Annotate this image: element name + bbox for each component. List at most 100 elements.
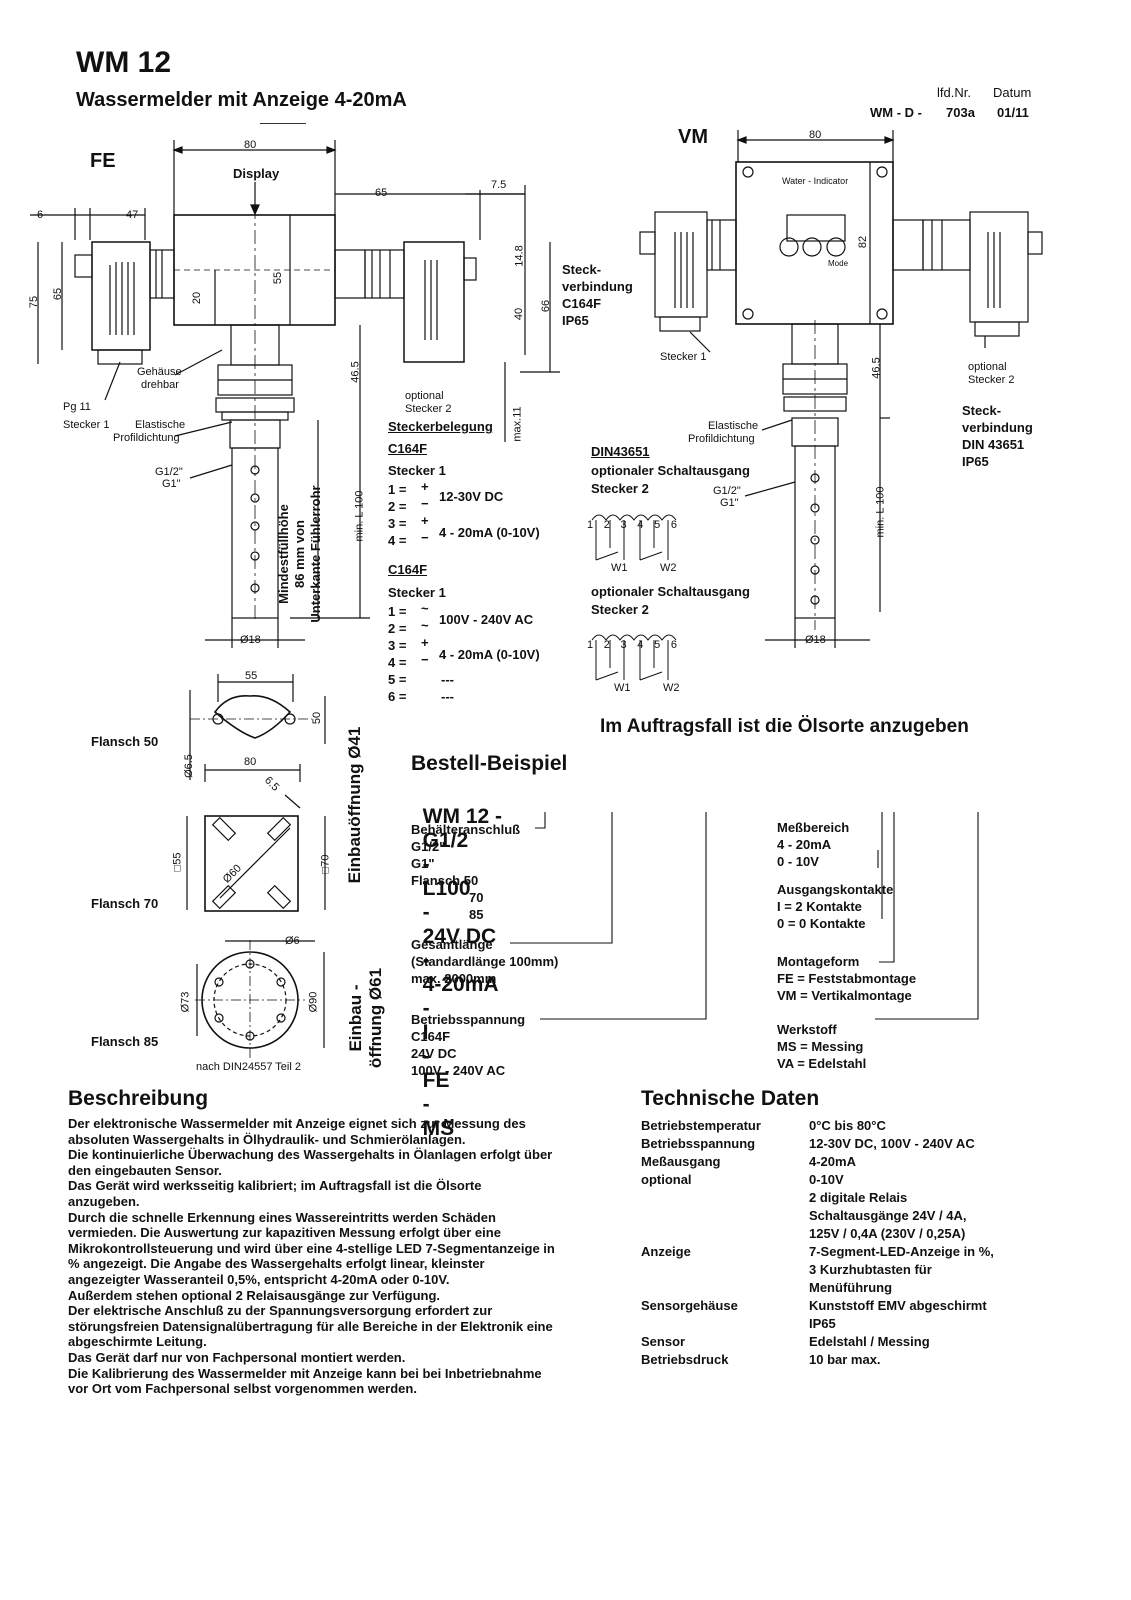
code-part: G1/2 <box>422 829 469 852</box>
tech-key: Betriebsspannung <box>641 1136 756 1151</box>
desc-line: Die Kalibrierung des Wassermelder mit An… <box>68 1365 542 1381</box>
tech-key: Meßausgang <box>641 1154 721 1169</box>
b2-symbols: ~ ~ + − <box>421 600 429 668</box>
code-part: I <box>422 1021 429 1044</box>
doc-date: 01/11 <box>997 105 1029 120</box>
desc-line: Durch die schnelle Erkennung eines Wasse… <box>68 1209 496 1225</box>
vm-steck-label: Steck- verbindung DIN 43651 IP65 <box>962 402 1033 470</box>
montage-item: FE = Feststabmontage <box>777 971 917 986</box>
tech-value: 7-Segment-LED-Anzeige in %, <box>809 1244 994 1259</box>
vm-dim-46-5: 46.5 <box>870 357 883 379</box>
desc-line: abgeschirmte Leitung. <box>68 1334 207 1350</box>
technische-title: Technische Daten <box>641 1087 820 1110</box>
tech-key <box>641 1189 809 1207</box>
vm-steck-l4: IP65 <box>962 454 989 469</box>
schalt1-l1: optionaler Schaltausgang <box>591 463 750 478</box>
fe-dim-dia18: Ø18 <box>240 634 261 646</box>
pin-number: 5 <box>654 639 661 651</box>
b1-sym: + <box>421 513 429 528</box>
order-code: WM 12 - G1/2 - L100 - 24V DC - 4-20mA - … <box>411 781 502 1141</box>
mess-item: 4 - 20mA <box>777 837 832 852</box>
code-part: - <box>422 997 430 1020</box>
schalt2-w1: W1 <box>614 682 631 694</box>
ausgang-title: Ausgangskontakte <box>777 882 894 897</box>
tech-key: Sensorgehäuse <box>641 1298 738 1313</box>
desc-line: Die kontinuierliche Überwachung des Wass… <box>68 1147 553 1163</box>
vm-label-profil: Profildichtung <box>688 433 755 445</box>
b2-pin: 3 = <box>388 638 407 653</box>
desc-line: Außerdem stehen optional 2 Relaisausgäng… <box>68 1287 441 1303</box>
tech-value: 10 bar max. <box>809 1352 881 1367</box>
b2-pin: 4 = <box>388 655 407 670</box>
vm-label-g1: G1" <box>720 497 739 509</box>
b2-dash: --- <box>441 689 454 704</box>
montage-item: VM = Vertikalmontage <box>777 988 912 1003</box>
einbau-61-l2: öffnung Ø61 <box>366 967 385 1069</box>
desc-line: anzugeben. <box>68 1193 140 1209</box>
tech-row: Schaltausgänge 24V / 4A, <box>641 1207 1061 1225</box>
b2-pin: 1 = <box>388 604 407 619</box>
desc-line: absoluten Wassergehalts in Ölhydraulik- … <box>68 1131 466 1147</box>
fe-dim-65: 65 <box>375 187 388 199</box>
vm-steck-l3: DIN 43651 <box>962 437 1025 452</box>
fe-dim-80: 80 <box>244 139 257 151</box>
doc-subtitle: Wassermelder mit Anzeige 4-20mA <box>76 89 407 111</box>
fe-label-g1: G1" <box>162 478 181 490</box>
order-note: Im Auftragsfall ist die Ölsorte anzugebe… <box>600 716 969 737</box>
b1-pin: 1 = <box>388 482 407 497</box>
vm-label-optional: optional <box>968 361 1007 373</box>
werkstoff-item: VA = Edelstahl <box>777 1056 867 1071</box>
datum-label: Datum <box>993 85 1032 100</box>
desc-line: Das Gerät wird werksseitig kalibriert; i… <box>68 1178 482 1194</box>
technical-drawing <box>30 130 1043 681</box>
vm-label-elastische: Elastische <box>708 420 759 432</box>
desc-line: Der elektronische Wassermelder mit Anzei… <box>68 1116 526 1131</box>
fe-steck-l4: IP65 <box>562 313 589 328</box>
order-mess: Meßbereich 4 - 20mA 0 - 10V <box>777 819 849 870</box>
tech-key <box>641 1225 809 1243</box>
tech-value: 4-20mA <box>809 1154 856 1169</box>
schalt2-l2: Stecker 2 <box>591 602 649 617</box>
f85-note: nach DIN24557 Teil 2 <box>196 1061 301 1073</box>
vm-label-stecker2: Stecker 2 <box>968 374 1015 386</box>
einbau-61-l1: Einbau - <box>346 984 365 1052</box>
pin-number: 3 <box>620 639 627 651</box>
order-ausgang: Ausgangskontakte I = 2 Kontakte 0 = 0 Ko… <box>777 881 893 932</box>
fe-rot-label: Mindestfüllhöhe 86 mm von Unterkante Füh… <box>276 474 324 634</box>
ausgang-item: 0 = 0 Kontakte <box>777 916 866 931</box>
fe-label-pg11: Pg 11 <box>63 401 91 413</box>
fe-steck-l3: C164F <box>562 296 602 311</box>
tech-key <box>641 1207 809 1225</box>
pin-number: 2 <box>603 639 610 651</box>
order-title: Bestell-Beispiel <box>411 752 568 775</box>
tech-row: Menüführung <box>641 1279 1061 1297</box>
tech-value: Edelstahl / Messing <box>809 1334 930 1349</box>
steckerbelegung-title: Steckerbelegung <box>388 419 493 434</box>
order-behaelter: Behälteranschluß G1/2" G1" Flansch 50 70… <box>411 821 520 923</box>
rot-label-line1: Mindestfüllhöhe <box>276 504 291 604</box>
einbau-61: Einbau - öffnung Ø61 <box>346 958 386 1078</box>
order-werkstoff: Werkstoff MS = Messing VA = Edelstahl <box>777 1021 866 1072</box>
f85-dim-hole: Ø6 <box>285 935 300 947</box>
pin-number: 6 <box>670 639 677 651</box>
b1-pins: 1 = 2 = 3 = 4 = <box>388 481 406 549</box>
fe-dim-40: 40 <box>513 307 526 321</box>
pin-number: 4 <box>637 519 644 531</box>
code-part: - <box>422 1045 430 1068</box>
code-part: L100 <box>422 877 471 900</box>
b1-v1: 12-30V DC <box>439 489 504 504</box>
fe-dim-7-5: 7.5 <box>491 179 507 191</box>
fe-dim-75: 75 <box>28 295 41 309</box>
betrieb-item: 24V DC <box>411 1046 457 1061</box>
behaelter-item: G1" <box>411 856 435 871</box>
code-part: FE <box>422 1069 450 1092</box>
b2-sym: ~ <box>421 618 429 633</box>
vm-steck-l2: verbindung <box>962 420 1033 435</box>
doc-number: 703a <box>946 105 975 120</box>
tech-key: Betriebsdruck <box>641 1352 729 1367</box>
b2-pin: 5 = <box>388 672 407 687</box>
tech-key <box>641 1261 809 1279</box>
